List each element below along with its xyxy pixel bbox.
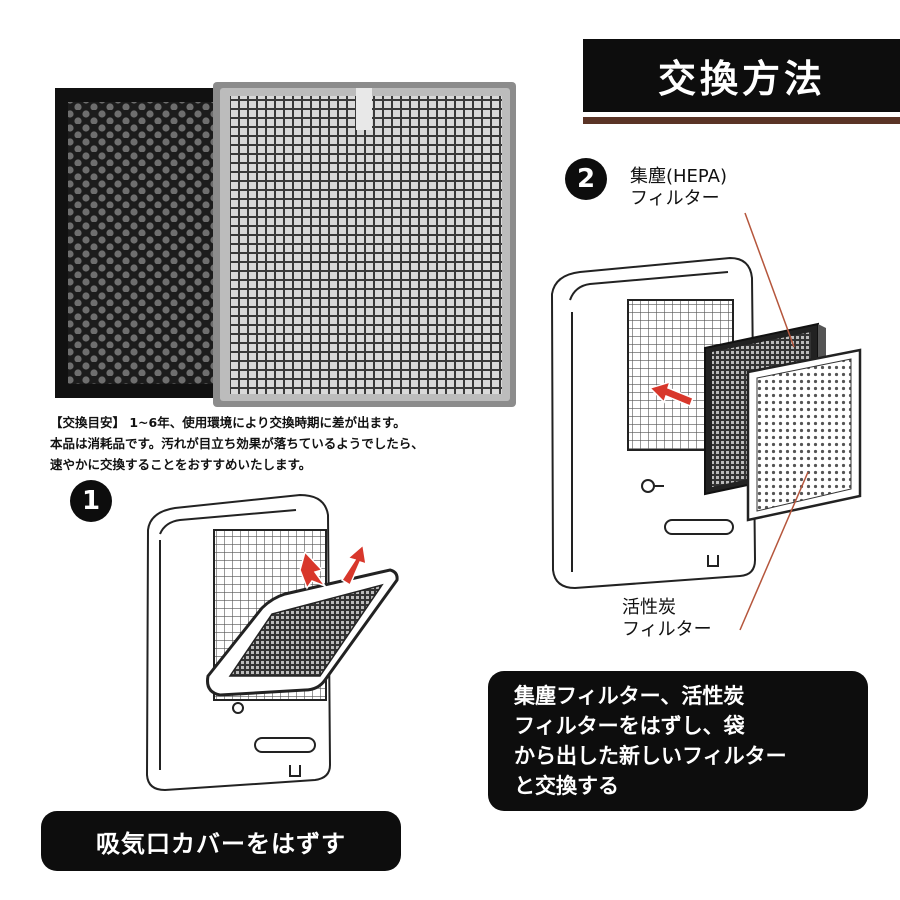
replacement-notice: 【交換目安】 1~6年、使用環境により交換時期に差が出ます。 本品は消耗品です。… <box>50 412 550 475</box>
leader-lines <box>739 212 809 631</box>
notice-line: 【交換目安】 1~6年、使用環境により交換時期に差が出ます。 <box>50 415 406 430</box>
step-2-badge: 2 <box>565 158 607 200</box>
caption-line: 集塵フィルター、活性炭 <box>514 684 745 708</box>
notice-line: 速やかに交換することをおすすめいたします。 <box>50 457 312 472</box>
filters-photo <box>55 82 516 407</box>
title-underline <box>583 117 900 124</box>
step-1-badge: 1 <box>70 480 112 522</box>
step-2-caption: 集塵フィルター、活性炭 フィルターをはずし、袋 から出した新しいフィルター と交… <box>488 671 868 811</box>
caption-line: から出した新しいフィルター <box>514 744 787 768</box>
step2-insert-arrow-icon <box>648 380 694 407</box>
section-title-text: 交換方法 <box>657 57 826 101</box>
carbon-filter-illustration <box>746 348 862 522</box>
hepa-filter-illustration <box>704 322 826 496</box>
step1-arrows-icon <box>299 543 367 590</box>
caption-line: と交換する <box>514 774 619 798</box>
notice-line: 本品は消耗品です。汚れが目立ち効果が落ちているようでしたら、 <box>50 436 424 451</box>
section-title: 交換方法 <box>583 39 900 112</box>
carbon-filter-label: 活性炭 フィルター <box>622 597 712 640</box>
step-1-caption: 吸気口カバーをはずす <box>41 811 401 871</box>
hepa-filter-label: 集塵(HEPA) フィルター <box>630 166 727 209</box>
step2-unit-illustration <box>550 256 757 590</box>
step1-unit-illustration <box>145 493 399 792</box>
caption-line: フィルターをはずし、袋 <box>514 714 745 738</box>
